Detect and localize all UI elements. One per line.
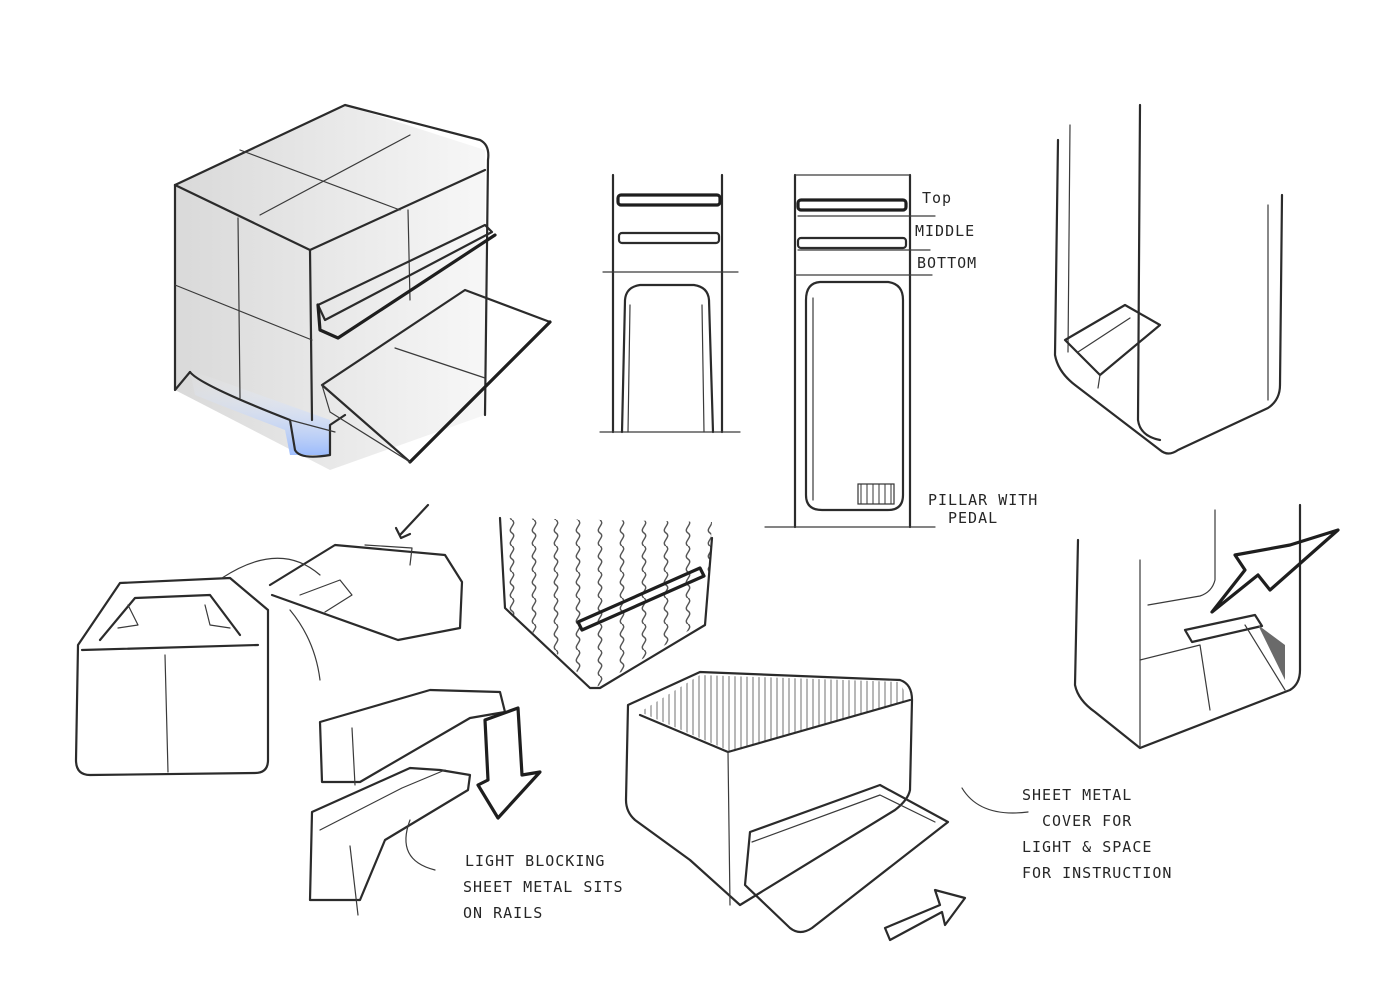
sheet-metal-rails-sketch: LIGHT BLOCKING SHEET METAL SITS ON RAILS bbox=[308, 688, 624, 922]
label-pillar-line2: PEDAL bbox=[948, 509, 998, 527]
label-cover-line1: SHEET METAL bbox=[1022, 786, 1132, 804]
label-cover-line3: LIGHT & SPACE bbox=[1022, 838, 1152, 856]
label-cover-line2: COVER FOR bbox=[1042, 812, 1132, 830]
wavy-panel-sketch bbox=[498, 516, 714, 690]
pillar-pedal-sketch bbox=[1053, 103, 1284, 455]
pillar-arrow-sketch bbox=[1073, 503, 1340, 750]
side-elevation-sketch bbox=[599, 173, 741, 434]
label-light-line3: ON RAILS bbox=[463, 904, 543, 922]
cabinet-render-sketch bbox=[173, 103, 552, 470]
box-lid-sketch bbox=[74, 503, 464, 777]
label-top: Top bbox=[922, 189, 952, 207]
label-light-line2: SHEET METAL SITS bbox=[463, 878, 624, 896]
label-cover-line4: FOR INSTRUCTION bbox=[1022, 864, 1172, 882]
label-middle: MIDDLE bbox=[915, 222, 975, 240]
label-bottom: BOTTOM bbox=[917, 254, 977, 272]
label-pillar-line1: PILLAR WITH bbox=[928, 491, 1038, 509]
label-light-line1: LIGHT BLOCKING bbox=[465, 852, 605, 870]
tray-cover-sketch: SHEET METAL COVER FOR LIGHT & SPACE FOR … bbox=[624, 670, 1172, 942]
front-elevation-sketch: Top MIDDLE BOTTOM PILLAR WITH PEDAL bbox=[764, 173, 1038, 529]
